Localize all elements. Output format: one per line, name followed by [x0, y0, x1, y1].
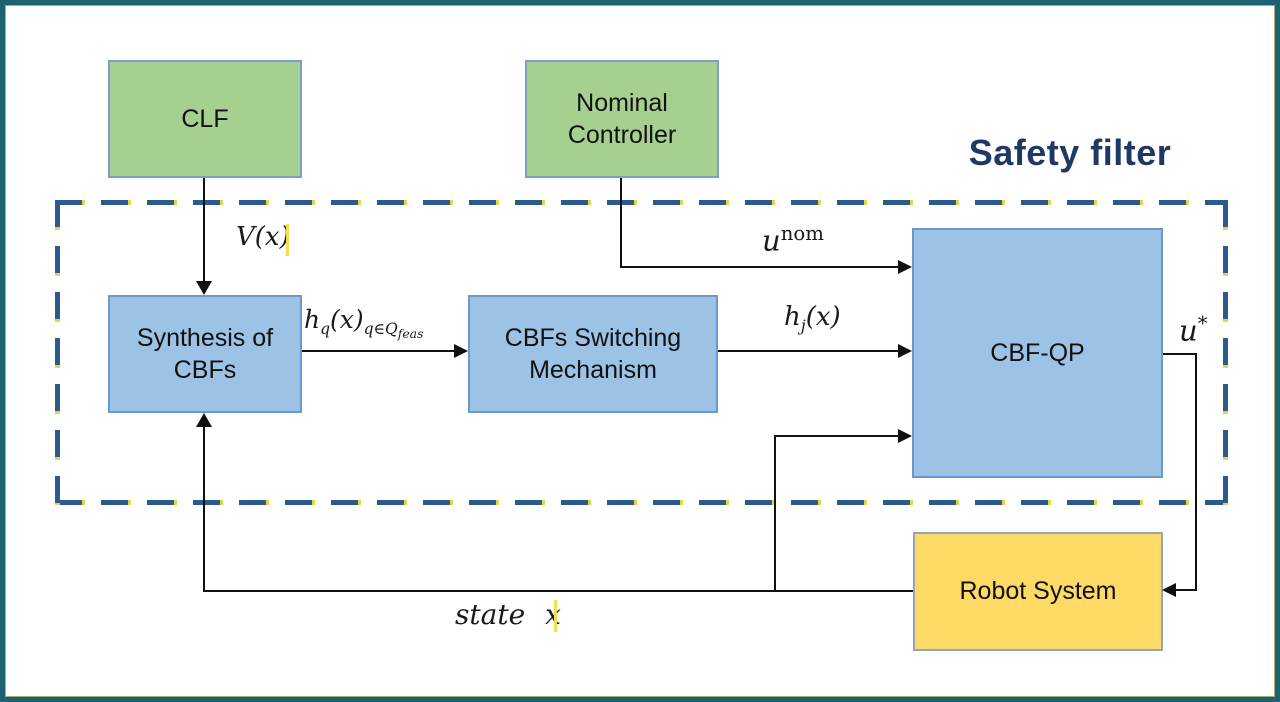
safety-filter-dashed-border-bottom — [55, 500, 1228, 505]
u-star-superscript: * — [1197, 312, 1208, 335]
h-q-feas: feas — [397, 326, 424, 342]
nominal-to-cbfqp-line-horizontal — [620, 266, 900, 268]
synthesis-of-cbfs-block: Synthesis of CBFs — [108, 295, 302, 413]
nominal-to-cbfqp-line-vertical — [620, 178, 622, 268]
switching-to-cbfqp-arrowhead-icon — [898, 344, 912, 358]
safety-filter-dashed-border-right — [1223, 200, 1228, 505]
state-to-synthesis-arrowhead-icon — [196, 413, 212, 427]
h-q-set: q∈Q — [363, 320, 398, 338]
synthesis-to-switching-arrowhead-icon — [454, 344, 468, 358]
u-nom-base: u — [762, 223, 781, 258]
safety-filter-title: Safety filter — [968, 132, 1172, 173]
state-word: state — [455, 598, 526, 631]
cbfqp-to-robot-line-top — [1163, 353, 1197, 355]
nominal-to-cbfqp-arrowhead-icon — [898, 260, 912, 274]
text-cursor-after-vx — [286, 224, 289, 256]
signal-label-state-x: statex — [455, 598, 561, 631]
state-branch-line-vertical — [774, 436, 776, 592]
h-j-paren: (x) — [805, 302, 841, 332]
u-nom-superscript: nom — [780, 222, 824, 245]
clf-label: CLF — [181, 104, 229, 133]
state-to-cbfqp-arrowhead-icon — [898, 429, 912, 443]
safety-filter-dashed-border-left — [55, 200, 60, 505]
signal-label-v-of-x: V(x) — [236, 222, 290, 252]
robot-system-label: Robot System — [959, 577, 1117, 606]
state-feedback-line-vertical-left — [203, 425, 205, 592]
clf-block: CLF — [108, 60, 302, 178]
clf-to-synthesis-line — [203, 178, 205, 283]
robot-system-block: Robot System — [913, 532, 1163, 651]
h-q-subscript: q — [320, 320, 331, 338]
signal-label-h-j: hj(x) — [784, 302, 841, 335]
signal-label-u-nom: unom — [762, 222, 824, 258]
u-star-base: u — [1179, 313, 1198, 348]
h-q-paren: (x) — [330, 305, 364, 334]
cbfs-switching-mechanism-label: CBFs Switching Mechanism — [504, 323, 682, 385]
cbfs-switching-mechanism-block: CBFs Switching Mechanism — [468, 295, 718, 413]
state-feedback-line-horizontal — [203, 590, 913, 592]
clf-to-synthesis-arrowhead-icon — [196, 281, 212, 295]
synthesis-to-switching-line — [302, 350, 454, 352]
signal-label-u-star: u* — [1179, 312, 1208, 348]
h-q-base: h — [304, 305, 321, 334]
cbf-qp-label: CBF-QP — [990, 338, 1085, 367]
text-cursor-after-state — [554, 600, 557, 632]
signal-label-h-q: hq(x)q∈Qfeas — [304, 305, 423, 341]
h-j-subscript: j — [800, 316, 806, 336]
nominal-controller-block: Nominal Controller — [525, 60, 719, 178]
h-j-base: h — [784, 302, 801, 332]
cbf-qp-block: CBF-QP — [912, 228, 1163, 478]
state-branch-line-horizontal — [774, 435, 898, 437]
cbfqp-to-robot-arrowhead-icon — [1162, 583, 1176, 597]
cbfqp-to-robot-line-vertical — [1195, 353, 1197, 591]
cbfqp-to-robot-line-bottom — [1176, 589, 1197, 591]
nominal-controller-label: Nominal Controller — [567, 88, 677, 150]
h-q-set-subscript: q∈Qfeas — [363, 320, 424, 342]
switching-to-cbfqp-line — [718, 350, 900, 352]
safety-filter-dashed-border-top — [55, 200, 1228, 205]
synthesis-of-cbfs-label: Synthesis of CBFs — [136, 323, 274, 385]
